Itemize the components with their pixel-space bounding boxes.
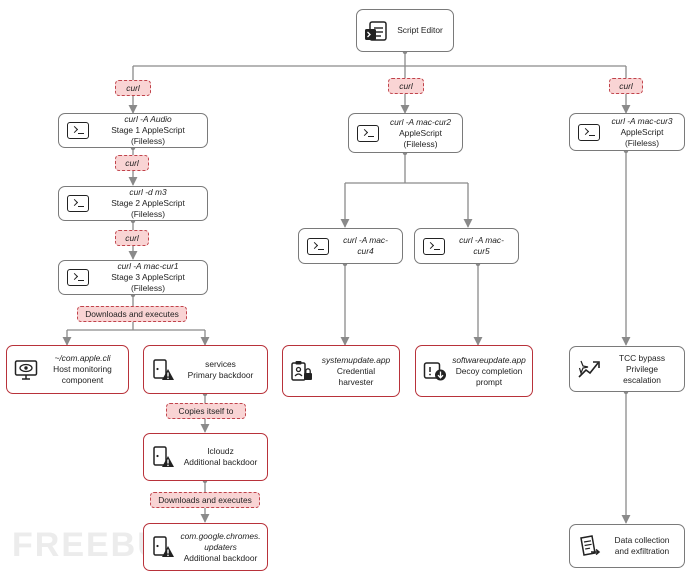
cur2-cmd: curl -A mac-cur2	[389, 116, 452, 127]
tcc-line2: Privilege escalation	[623, 363, 661, 385]
privilege-escalation-icon	[576, 358, 602, 380]
stage2-cmd: curl -d m3	[129, 187, 167, 197]
stage2-desc: Stage 2 AppleScript (Fileless)	[111, 198, 185, 219]
cur3-desc: AppleScript (Fileless)	[620, 126, 664, 148]
chromes-desc: Additional backdoor	[183, 552, 258, 563]
chromes-name2: updaters	[204, 541, 237, 552]
terminal-icon	[65, 120, 91, 142]
curl-tag-right: curl	[609, 78, 643, 94]
stage1-desc: Stage 1 AppleScript (Fileless)	[111, 125, 185, 146]
monitor-eye-icon	[13, 359, 39, 381]
cur3-cmd: curl -A mac-cur3	[611, 115, 673, 126]
script-editor-node[interactable]: Script Editor	[356, 9, 454, 52]
script-editor-icon	[363, 20, 389, 42]
stage1-cmd: curl -A Audio	[124, 114, 172, 124]
terminal-icon	[305, 235, 331, 257]
curl-tag-mid: curl	[388, 78, 424, 94]
terminal-icon	[421, 235, 447, 257]
stage3-cmd: curl -A mac-cur1	[117, 261, 179, 271]
decoy-download-icon	[422, 360, 448, 382]
systemupdate-name: systemupdate.app	[321, 354, 391, 365]
softwareupdate-name: softwareupdate.app	[452, 354, 526, 365]
credential-clipboard-icon	[289, 360, 315, 382]
services-desc: Primary backdoor	[187, 369, 254, 380]
downloads-executes-tag-1: Downloads and executes	[77, 306, 187, 322]
terminal-icon	[355, 122, 381, 144]
backdoor-warning-icon	[150, 358, 176, 381]
cur4-cmd: curl -A mac-cur4	[343, 235, 388, 256]
curl-tag-stage2: curl	[115, 230, 149, 246]
backdoor-warning-icon	[150, 446, 176, 468]
terminal-icon	[576, 121, 602, 143]
services-name: services	[205, 358, 236, 369]
tcc-line1: TCC bypass	[618, 352, 666, 363]
terminal-icon	[65, 267, 91, 289]
curl-tag-stage1: curl	[115, 155, 149, 171]
icloudz-desc: Additional backdoor	[183, 457, 258, 467]
data-line2: and exfiltration	[614, 546, 670, 556]
document-export-icon	[576, 535, 602, 557]
curl-tag-left: curl	[115, 80, 151, 96]
data-line1: Data collection	[614, 535, 670, 545]
icloudz-name: Icloudz	[207, 446, 234, 456]
terminal-icon	[65, 193, 91, 215]
cur5-node[interactable]: curl -A mac-cur5	[414, 228, 519, 264]
softwareupdate-desc1: Decoy completion	[455, 365, 523, 376]
cur5-cmd: curl -A mac-cur5	[459, 235, 504, 256]
host-monitor-name: ~/com.apple.cli	[54, 353, 111, 363]
cur4-node[interactable]: curl -A mac-cur4	[298, 228, 403, 264]
stage3-desc: Stage 3 AppleScript (Fileless)	[111, 272, 185, 293]
chromes-name1: com.google.chromes.	[180, 530, 261, 541]
systemupdate-desc: Credential harvester	[336, 365, 376, 387]
host-monitor-desc1: Host monitoring	[53, 364, 112, 374]
downloads-executes-tag-2: Downloads and executes	[150, 492, 260, 508]
copies-itself-tag: Copies itself to	[166, 403, 246, 419]
script-editor-label: Script Editor	[397, 25, 443, 35]
host-monitor-desc2: component	[61, 375, 104, 385]
backdoor-warning-icon	[150, 536, 176, 558]
softwareupdate-desc2: prompt	[475, 376, 503, 387]
cur2-desc: AppleScript (Fileless)	[399, 127, 442, 149]
